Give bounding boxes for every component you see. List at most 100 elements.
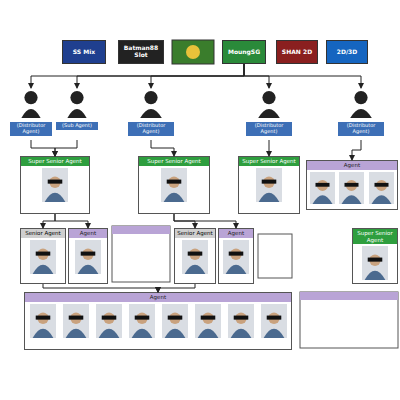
logo-box: MoungSG — [222, 40, 266, 64]
connector-arrow — [269, 140, 270, 156]
agent-group: Senior Agent — [20, 228, 66, 284]
logo-text: SS Mix — [73, 49, 95, 56]
person-photo — [129, 304, 155, 338]
silhouette — [251, 88, 287, 118]
agent-group: Super Senior Agent — [352, 228, 398, 284]
person-photo — [195, 304, 221, 338]
agent-group: Super Senior Agent — [138, 156, 210, 214]
photo-row — [175, 238, 215, 283]
person-photo — [75, 240, 101, 274]
photo-row — [219, 238, 253, 283]
role-label: Agent — [219, 229, 253, 238]
connector-arrow — [43, 284, 158, 292]
photo-row — [353, 244, 397, 283]
role-label: Super Senior Agent — [239, 157, 299, 166]
logo-text: 2D/3D — [337, 49, 358, 56]
agent-group: Super Senior Agent — [20, 156, 90, 214]
person-photo — [161, 168, 187, 202]
group-box — [258, 234, 292, 278]
role-label: (Distributor Agent) — [338, 122, 384, 136]
connector-arrow — [352, 140, 361, 160]
photo-row — [21, 166, 89, 213]
role-label: Super Senior Agent — [353, 229, 397, 244]
photo-row — [239, 166, 299, 213]
agent-group: Senior Agent — [174, 228, 216, 284]
connector-arrow — [151, 64, 244, 88]
silhouette — [133, 88, 169, 118]
group-box — [112, 226, 170, 282]
person-photo — [369, 172, 394, 204]
person-photo — [362, 246, 388, 280]
role-label: Agent — [69, 229, 107, 238]
connector-arrow — [31, 140, 55, 156]
connector-arrow — [55, 140, 77, 156]
logo-text: SHAN 2D — [282, 49, 312, 56]
silhouette — [343, 88, 379, 118]
person-node: (Distributor Agent) — [338, 88, 384, 140]
person-photo — [30, 304, 56, 338]
person-node: (Distributor Agent) — [10, 88, 52, 140]
role-label: (Distributor Agent) — [10, 122, 52, 136]
person-photo — [310, 172, 335, 204]
connector-arrow — [158, 284, 195, 292]
silhouette-frame — [343, 88, 379, 122]
role-label: Agent — [25, 293, 291, 302]
connector-arrow — [43, 214, 55, 228]
person-photo — [30, 240, 56, 274]
role-label: (Distributor Agent) — [128, 122, 174, 136]
silhouette — [15, 88, 47, 118]
photo-row — [21, 238, 65, 283]
agent-group: Agent — [24, 292, 292, 350]
role-label: Senior Agent — [21, 229, 65, 238]
group-header — [300, 292, 398, 300]
connector-arrow — [151, 140, 174, 156]
logo-box: 2D/3D — [326, 40, 368, 64]
person-photo — [261, 304, 287, 338]
connector-arrow — [244, 64, 361, 88]
agent-group: Agent — [68, 228, 108, 284]
role-label: Super Senior Agent — [21, 157, 89, 166]
group-box — [300, 292, 398, 348]
agent-group: Agent — [306, 160, 398, 210]
silhouette-frame — [133, 88, 169, 122]
photo-row — [25, 302, 291, 349]
logo-image — [172, 40, 214, 64]
role-label: Senior Agent — [175, 229, 215, 238]
connector-arrow — [31, 64, 244, 88]
person-photo — [256, 168, 282, 202]
role-label: Agent — [307, 161, 397, 170]
agent-group: Agent — [218, 228, 254, 284]
connector-arrow — [244, 64, 269, 88]
role-label: (Sub Agent) — [56, 122, 98, 130]
person-photo — [63, 304, 89, 338]
logo-image — [186, 45, 200, 59]
photo-row — [139, 166, 209, 213]
person-node: (Distributor Agent) — [128, 88, 174, 140]
connector-arrow — [174, 214, 195, 228]
role-label: Super Senior Agent — [139, 157, 209, 166]
photo-row — [69, 238, 107, 283]
silhouette-frame — [15, 88, 47, 122]
person-photo — [96, 304, 122, 338]
silhouette-frame — [61, 88, 93, 122]
logo-box: Batman88 Slot — [118, 40, 164, 64]
logo-box: SS Mix — [62, 40, 106, 64]
logo-box: SHAN 2D — [276, 40, 318, 64]
silhouette — [61, 88, 93, 118]
person-photo — [182, 240, 208, 274]
agent-group: Super Senior Agent — [238, 156, 300, 214]
connector-arrow — [77, 64, 244, 88]
logo-text: MoungSG — [228, 49, 260, 56]
person-node: (Sub Agent) — [56, 88, 98, 140]
person-photo — [162, 304, 188, 338]
person-photo — [339, 172, 364, 204]
person-node: (Distributor Agent) — [246, 88, 292, 140]
connector-arrow — [174, 214, 236, 228]
role-label: (Distributor Agent) — [246, 122, 292, 136]
person-photo — [228, 304, 254, 338]
group-header — [112, 226, 170, 234]
connector-arrow — [55, 214, 88, 228]
logo-text: Batman88 Slot — [119, 45, 163, 58]
